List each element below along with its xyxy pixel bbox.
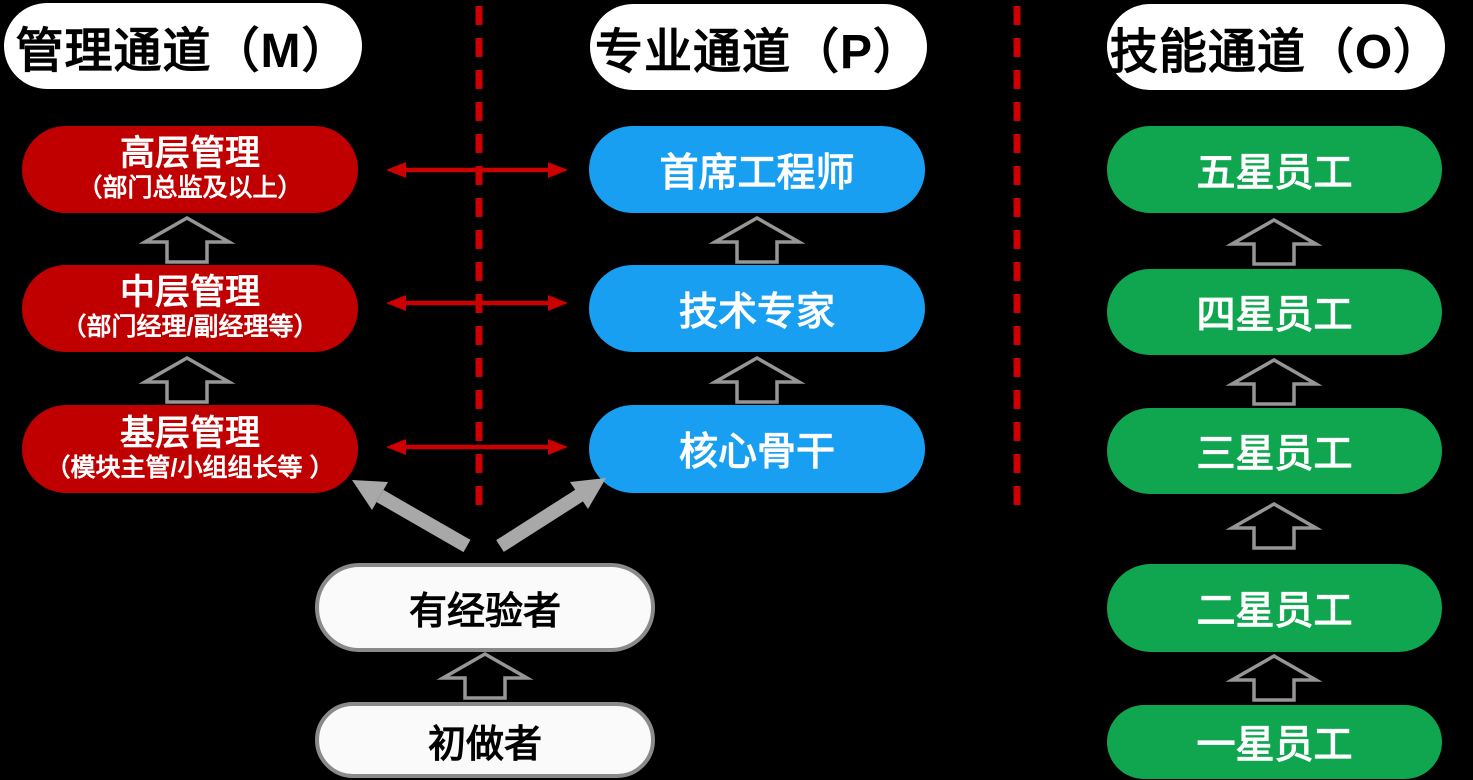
entry-to-management-arrow-icon [352,480,471,553]
entry-to-professional-arrow-icon [496,478,606,552]
pill-title: 高层管理 [119,134,260,174]
level-one-star: 一星员工 [1107,705,1442,779]
entry-beginner: 初做者 [315,702,655,778]
pill-title: 核心骨干 [678,431,835,474]
level-chief-engineer: 首席工程师 [589,126,925,213]
channel-header-professional: 专业通道（P） [590,4,927,90]
channel-header-label: 技能通道（O） [1109,26,1443,79]
up-arrow-icon [1225,501,1323,550]
channel-header-label: 专业通道（P） [594,26,923,79]
level-middle-management: 中层管理 （部门经理/副经理等） [22,265,358,352]
pill-title: 首席工程师 [659,151,855,195]
pill-title: 四星员工 [1196,294,1353,337]
level-three-star: 三星员工 [1107,408,1442,494]
pill-title: 一星员工 [1196,724,1353,767]
level-junior-management: 基层管理 （模块主管/小组组长等 ） [22,405,358,493]
pill-subtitle: （部门经理/副经理等） [61,313,319,342]
up-arrow-icon [1225,217,1323,266]
pill-title: 中层管理 [119,273,260,313]
channel-header-label: 管理通道（M） [15,25,351,78]
exchange-arrow-icon [386,295,568,311]
level-top-management: 高层管理 （部门总监及以上） [22,126,358,213]
channel-header-management: 管理通道（M） [4,3,362,89]
pill-title: 技术专家 [678,290,835,334]
pill-title: 初做者 [427,723,542,766]
up-arrow-icon [708,355,806,404]
pill-title: 有经验者 [408,591,561,633]
up-arrow-icon [708,215,806,264]
pill-title: 二星员工 [1196,590,1353,633]
up-arrow-icon [436,651,534,700]
exchange-arrow-icon [386,439,568,455]
up-arrow-icon [1225,357,1323,406]
up-arrow-icon [138,215,236,264]
up-arrow-icon [1225,653,1323,702]
pill-title: 五星员工 [1196,151,1353,195]
channel-header-skill: 技能通道（O） [1107,4,1445,90]
level-core-backbone: 核心骨干 [589,405,925,493]
pill-title: 三星员工 [1196,433,1353,476]
level-technical-expert: 技术专家 [589,265,925,352]
level-four-star: 四星员工 [1107,269,1442,355]
exchange-arrow-icon [386,162,568,178]
pill-subtitle: （模块主管/小组组长等 ） [45,453,335,482]
pill-title: 基层管理 [119,413,260,453]
level-two-star: 二星员工 [1107,564,1442,652]
level-five-star: 五星员工 [1107,126,1442,213]
up-arrow-icon [138,355,236,404]
pill-subtitle: （部门总监及以上） [77,174,303,203]
entry-experienced: 有经验者 [315,563,655,652]
